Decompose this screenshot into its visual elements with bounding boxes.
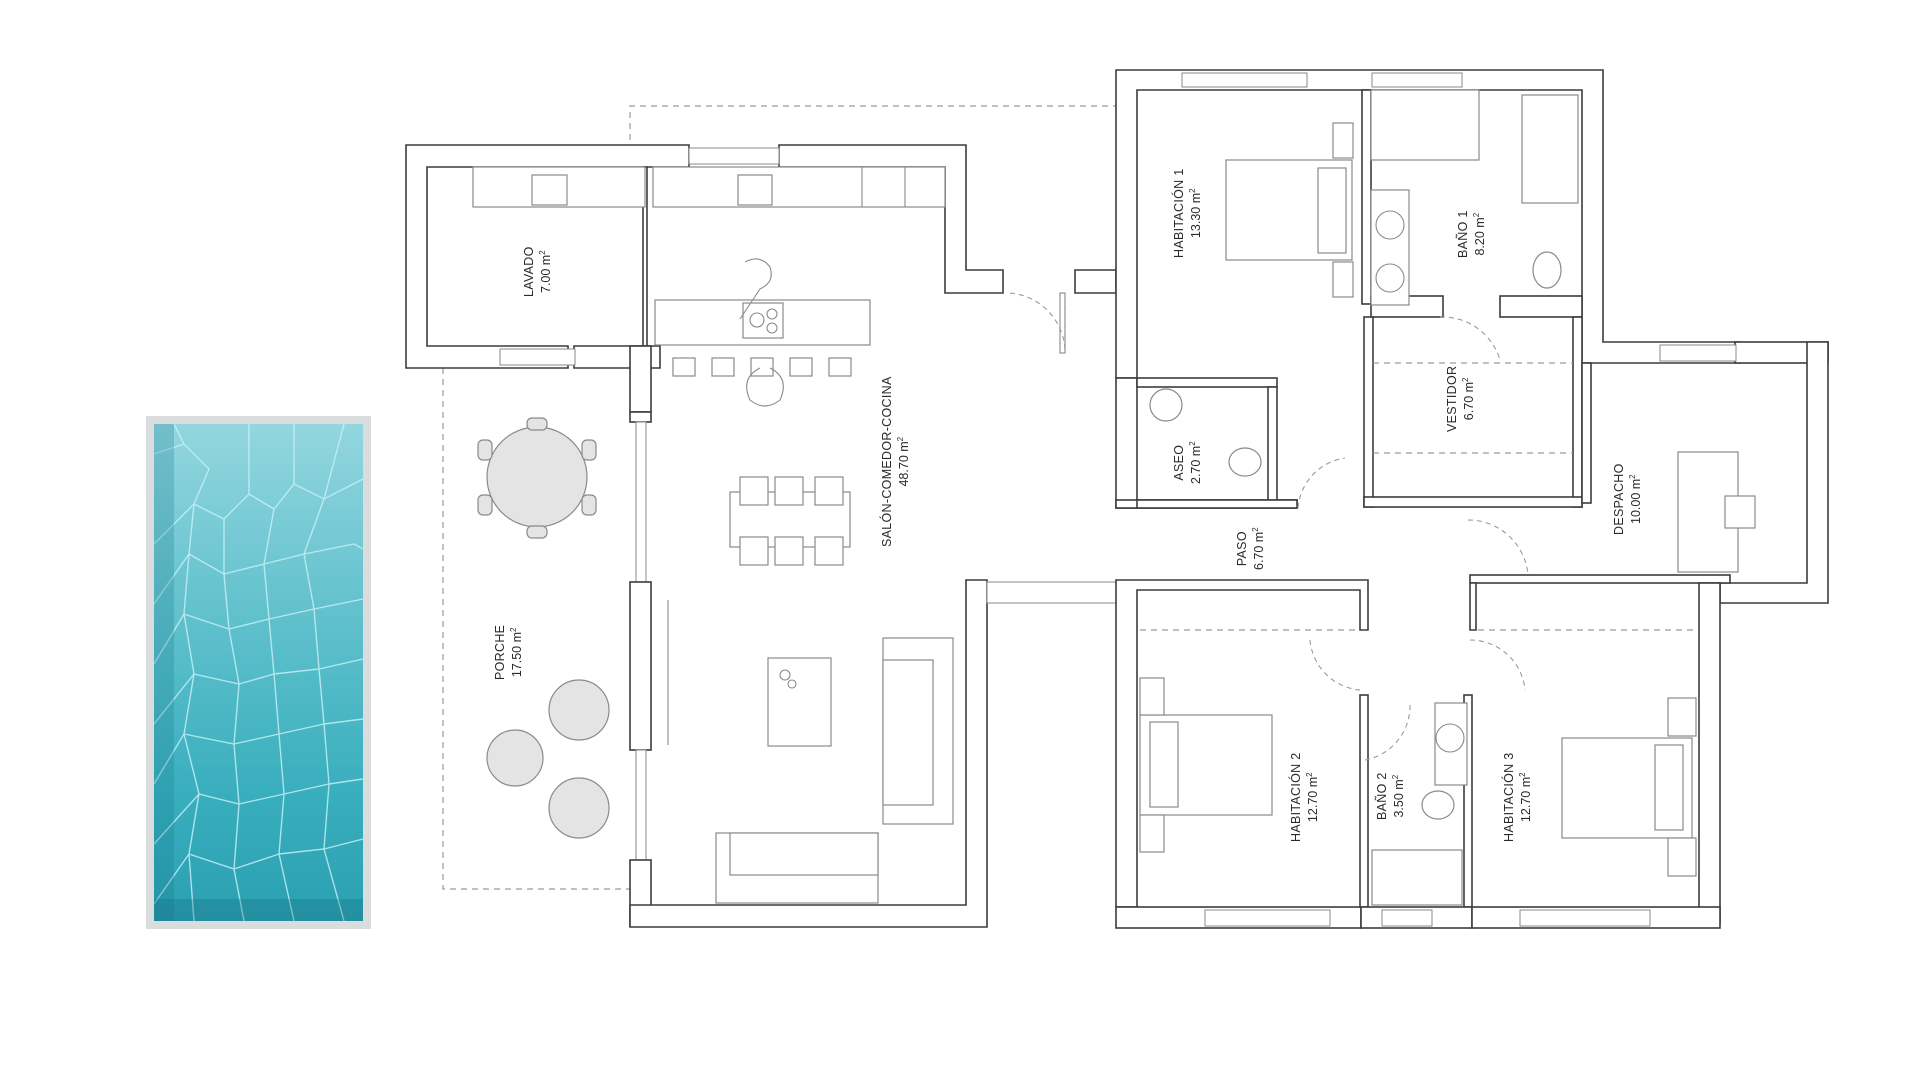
walls-entry [1009, 269, 1117, 354]
bathtub-bano1 [1521, 94, 1579, 204]
vanity-bano2 [1434, 702, 1468, 786]
pergola-outline [629, 105, 1116, 140]
lounge-chair [548, 777, 610, 839]
room-label-salon: SALÓN-COMEDOR-COCINA 48.70 m2 [880, 376, 912, 547]
swimming-pool [146, 416, 371, 929]
walls-east-wing [1115, 69, 1829, 929]
kitchen-furniture [472, 166, 946, 407]
lounge-chair [548, 679, 610, 741]
side-table [486, 729, 544, 787]
entry-door-swing [1009, 292, 1066, 351]
water-caustics-pattern [154, 424, 363, 921]
room-label-lavado: LAVADO 7.00 m2 [522, 246, 554, 297]
bar-stools [672, 357, 852, 377]
living-furniture [667, 600, 954, 904]
room-label-habitacion-3: HABITACIÓN 3 12.70 m2 [1502, 752, 1534, 843]
laundry-sink [531, 174, 568, 206]
room-label-habitacion-2: HABITACIÓN 2 12.70 m2 [1289, 752, 1321, 843]
toilet-aseo [1228, 447, 1262, 477]
room-label-aseo: ASEO 2.70 m2 [1172, 441, 1204, 484]
room-label-bano-1: BAÑO 1 8.20 m2 [1456, 210, 1488, 258]
porch-round-table [486, 426, 588, 528]
porch-outline [442, 368, 630, 890]
room-label-habitacion-1: HABITACIÓN 1 13.30 m2 [1172, 168, 1204, 259]
desk-chair [1724, 495, 1756, 529]
room-label-porche: PORCHE 17.50 m2 [493, 624, 525, 680]
pool-bottom-edge [154, 899, 363, 921]
shower-bano1 [1370, 89, 1480, 161]
vanity-bano1 [1370, 189, 1410, 306]
toilet-bano2 [1421, 790, 1455, 820]
room-label-bano-2: BAÑO 2 3.50 m2 [1375, 772, 1407, 820]
cooktop [742, 302, 784, 339]
person-figures [739, 258, 784, 407]
walls-west-wing [405, 144, 1118, 928]
kitchen-sink [737, 174, 773, 206]
room-label-paso: PASO 6.70 m2 [1235, 527, 1267, 570]
coffee-table [767, 657, 832, 747]
bedroom-furniture [1139, 122, 1756, 877]
toilet-bano1 [1532, 251, 1562, 289]
interior-doors [1297, 316, 1529, 761]
bathroom-fixtures [1149, 89, 1579, 906]
pool-step-edge [154, 424, 174, 921]
sink-aseo [1149, 388, 1183, 422]
porch-furniture [477, 417, 610, 839]
pool-water [154, 424, 363, 921]
shower-bano2 [1371, 849, 1463, 906]
room-label-vestidor: VESTIDOR 6.70 m2 [1445, 365, 1477, 432]
dining-furniture [729, 476, 851, 566]
room-label-despacho: DESPACHO 10.00 m2 [1612, 463, 1644, 535]
wardrobe-lines [1140, 362, 1697, 631]
